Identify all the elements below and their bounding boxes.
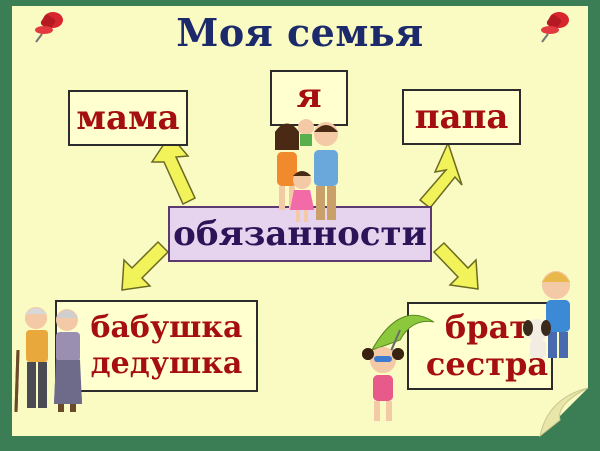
node-papa-label: папа <box>414 97 509 137</box>
arrow-to-papa <box>418 140 463 210</box>
arrow-to-grandparents <box>121 240 170 291</box>
node-mama: мама <box>68 90 188 146</box>
node-grandparents: бабушка дедушка <box>55 300 258 392</box>
node-ya-label: я <box>296 76 322 116</box>
node-center: обязанности <box>168 206 432 262</box>
node-ya: я <box>270 70 348 126</box>
node-grandparents-line2: дедушка <box>90 346 243 381</box>
arrow-to-siblings <box>432 241 479 290</box>
node-siblings: брат сестра <box>407 302 553 390</box>
pushpin-icon <box>541 12 569 43</box>
paper-curl <box>539 387 589 438</box>
arrow-to-mama <box>150 133 196 206</box>
node-siblings-line1: брат <box>444 308 530 347</box>
node-papa: папа <box>402 89 521 145</box>
node-siblings-line2: сестра <box>425 345 549 383</box>
node-grandparents-line1: бабушка <box>90 310 243 345</box>
page-title: Моя семья <box>176 10 424 55</box>
pushpin-icon <box>35 12 63 43</box>
node-mama-label: мама <box>76 98 180 138</box>
